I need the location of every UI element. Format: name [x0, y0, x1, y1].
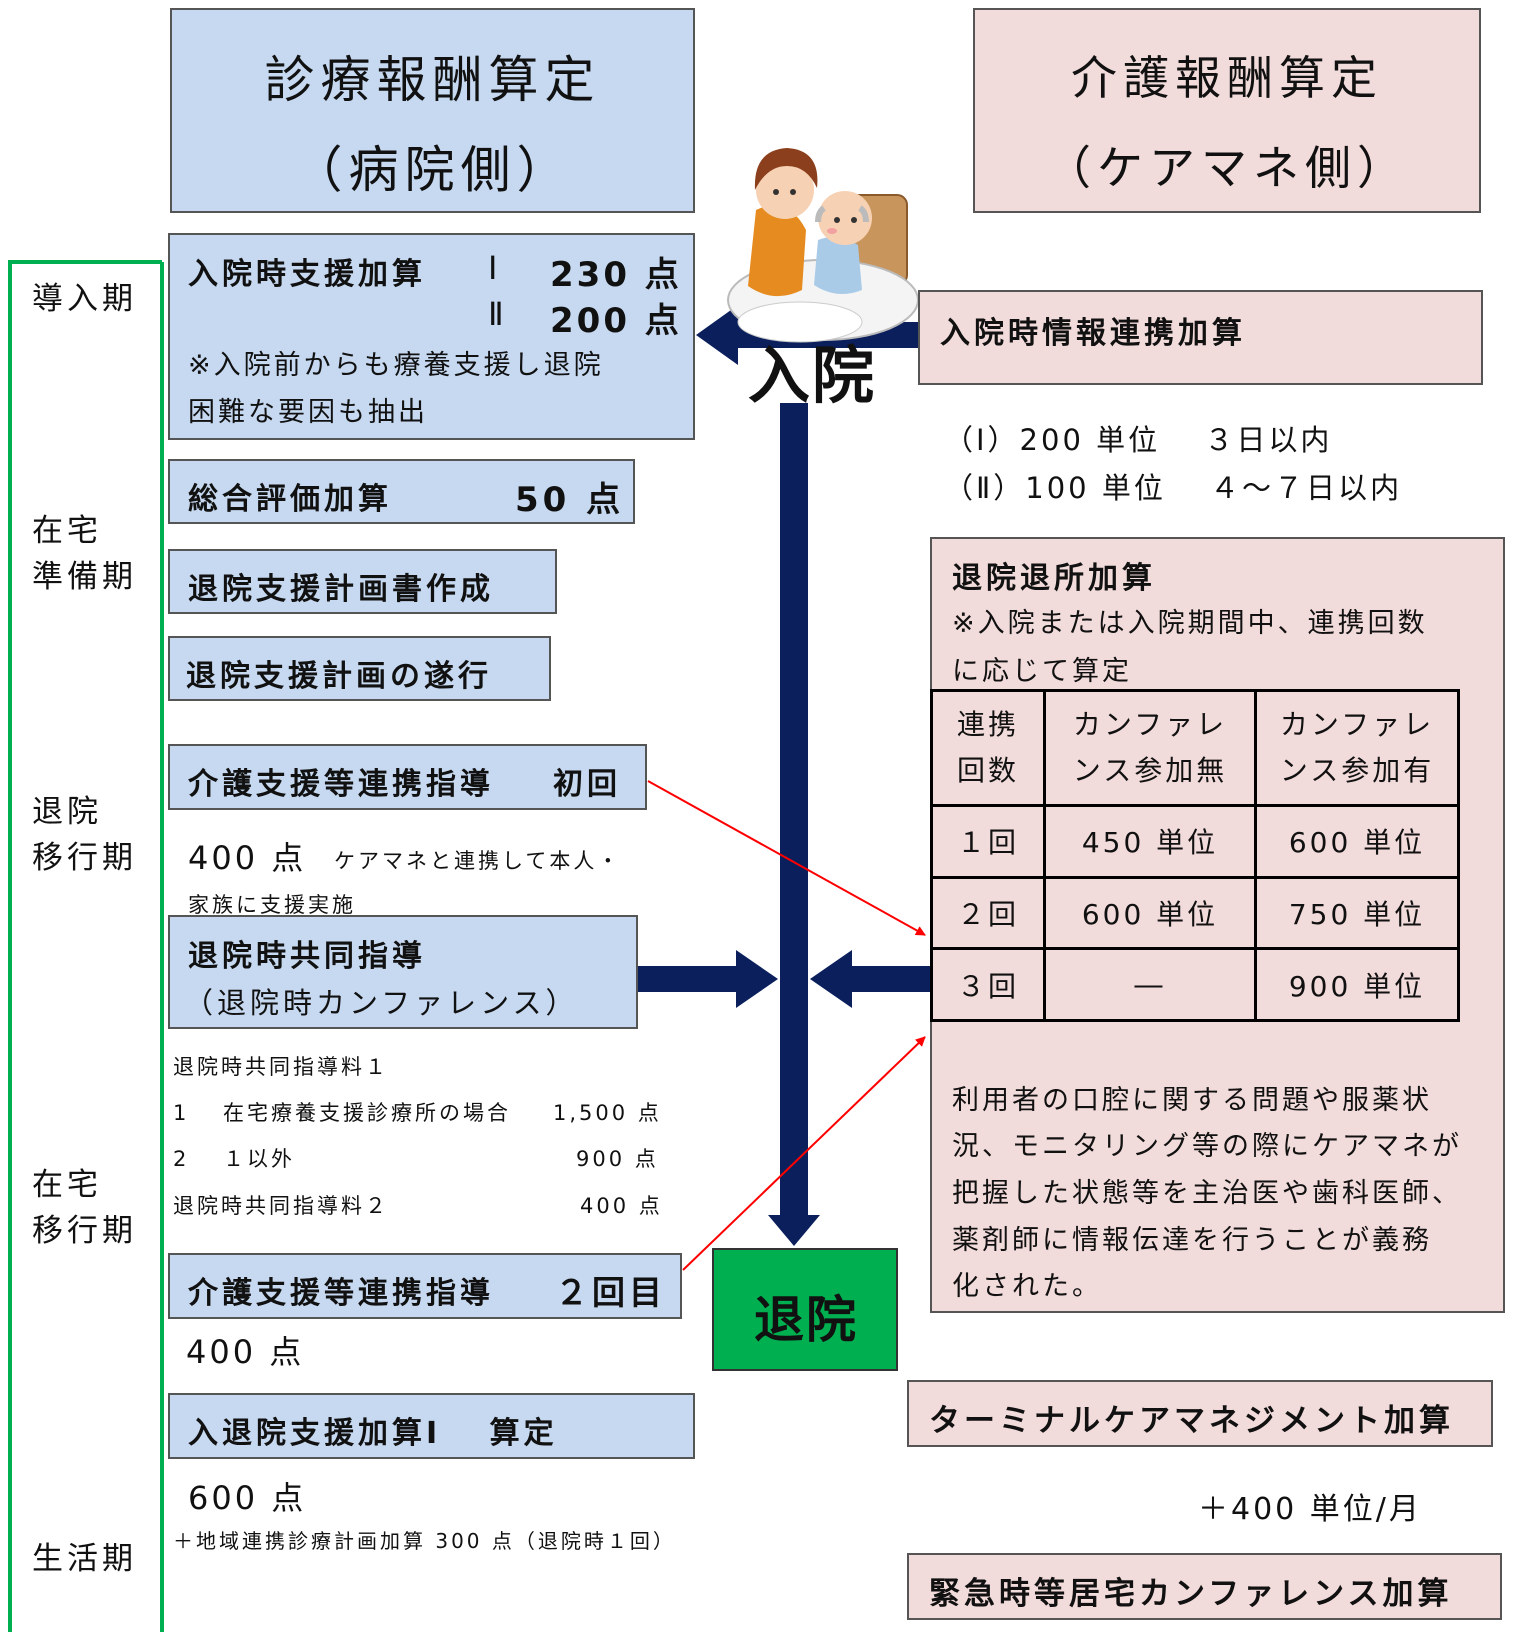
joint-fee1-title: 退院時共同指導料１: [173, 1055, 389, 1079]
discharge-addition-desc4: 薬剤師に情報伝達を行うことが義務: [952, 1225, 1432, 1256]
table-cell: 450 単位: [1043, 804, 1257, 879]
conference-arrow-left-shaft: [638, 966, 738, 992]
comprehensive-title: 総合評価加算: [188, 482, 392, 517]
plan-create-box: 退院支援計画書作成: [168, 549, 557, 614]
discharge-addition-desc5: 化された。: [952, 1271, 1102, 1302]
table-cell: 600 単位: [1043, 875, 1257, 951]
red-link-first: [647, 780, 926, 936]
admission-support-note1: ※入院前からも療養支援し退院: [188, 350, 604, 381]
table-cell: 900 単位: [1254, 947, 1460, 1022]
hospital-header: 診療報酬算定 （病院側）: [170, 8, 695, 213]
care-support-first-box: 介護支援等連携指導 初回: [168, 744, 647, 810]
admission-support-title: 入院時支援加算: [188, 257, 426, 292]
admission-support-level1: Ⅰ: [488, 249, 501, 287]
terminal-care-title: ターミナルケアマネジメント加算: [929, 1403, 1454, 1439]
admission-support-points2: 200 点: [550, 301, 682, 341]
care-support-first-suffix: 初回: [553, 767, 621, 802]
joint-fee1-row2-points: 900 点: [576, 1147, 659, 1171]
discharge-addition-desc3: 把握した状態等を主治医や歯科医師、: [952, 1178, 1462, 1209]
plan-create-label: 退院支援計画書作成: [188, 572, 494, 607]
discharge-addition-title: 退院退所加算: [952, 561, 1156, 596]
phase-home-preparation: 在宅 準備期: [32, 513, 137, 595]
joint-fee1-row2-label: 2 １以外: [173, 1147, 296, 1171]
main-flow-shaft: [780, 403, 808, 1215]
table-header-cell: 連携 回数: [930, 689, 1046, 807]
discharge-support-note: ＋地域連携診療計画加算 300 点（退院時１回）: [173, 1529, 676, 1553]
caremanager-header: 介護報酬算定 （ケアマネ側）: [973, 8, 1481, 213]
phase-home-transition: 在宅 移行期: [32, 1167, 137, 1249]
discharge-addition-note2: に応じて算定: [952, 656, 1132, 687]
joint-guidance-line1: 退院時共同指導: [188, 939, 426, 974]
plan-execute-box: 退院支援計画の遂行: [168, 636, 551, 701]
table-header-cell: カンファレ ンス参加有: [1254, 689, 1460, 807]
admission-support-box: 入院時支援加算 Ⅰ 230 点 Ⅱ 200 点 ※入院前からも療養支援し退院 困…: [168, 233, 695, 440]
phase-introduction: 導入期: [32, 281, 137, 317]
discharge-addition-desc1: 利用者の口腔に関する問題や服薬状: [952, 1085, 1432, 1116]
discharge-box: 退院: [712, 1248, 898, 1371]
phase-living: 生活期: [32, 1541, 137, 1577]
timeline-bracket: [8, 260, 162, 1632]
table-header-cell: カンファレ ンス参加無: [1043, 689, 1257, 807]
phase-discharge-transition: 退院 移行期: [32, 794, 137, 876]
care-support-second-suffix: ２回目: [555, 1273, 666, 1312]
discharge-support-box: 入退院支援加算Ⅰ 算定: [168, 1393, 695, 1459]
terminal-care-box: ターミナルケアマネジメント加算: [907, 1380, 1493, 1447]
discharge-label: 退院: [754, 1291, 858, 1349]
red-link-second: [682, 1036, 926, 1271]
joint-guidance-line2: （退院時カンファレンス）: [184, 986, 579, 1020]
discharge-support-points: 600 点: [188, 1479, 307, 1517]
table-cell: ３回: [930, 947, 1046, 1022]
discharge-addition-desc2: 況、モニタリング等の際にケアマネが: [952, 1131, 1462, 1162]
care-support-second-title: 介護支援等連携指導: [188, 1276, 494, 1311]
care-support-second-box: 介護支援等連携指導 ２回目: [168, 1253, 682, 1319]
table-cell: １回: [930, 804, 1046, 879]
conference-arrow-left-head: [736, 950, 778, 1008]
info-link-line2: （Ⅱ）100 単位 ４～７日以内: [944, 471, 1403, 505]
admission-support-level2: Ⅱ: [488, 295, 507, 333]
table-row: １回 450 単位 600 単位: [930, 804, 1460, 879]
caremanager-header-title: 介護報酬算定: [1071, 51, 1383, 105]
admission-label: 入院: [748, 339, 877, 412]
main-flow-arrowhead: [768, 1215, 820, 1246]
joint-fee1-row1-points: 1,500 点: [553, 1101, 662, 1125]
info-link-box: 入院時情報連携加算: [918, 290, 1483, 385]
table-cell: 600 単位: [1254, 804, 1460, 879]
care-support-first-points: 400 点: [188, 839, 307, 877]
hospital-header-subtitle: （病院側）: [292, 141, 573, 199]
care-support-first-text1: ケアマネと連携して本人・: [334, 849, 622, 873]
discharge-addition-table: 連携 回数 カンファレ ンス参加無 カンファレ ンス参加有 １回 450 単位 …: [930, 689, 1460, 1022]
admission-link-arrowhead: [696, 305, 738, 365]
care-support-first-text2: 家族に支援実施: [188, 893, 356, 917]
info-link-title: 入院時情報連携加算: [940, 316, 1246, 351]
admission-support-points1: 230 点: [550, 255, 682, 295]
discharge-addition-note1: ※入院または入院期間中、連携回数: [952, 608, 1428, 639]
joint-fee2-title: 退院時共同指導料２: [173, 1194, 389, 1218]
joint-fee2-points: 400 点: [580, 1194, 663, 1218]
caregiver-illustration: [727, 148, 919, 343]
table-cell: ―: [1043, 947, 1257, 1022]
admission-support-note2: 困難な要因も抽出: [188, 397, 428, 428]
joint-guidance-box: 退院時共同指導 （退院時カンファレンス）: [168, 915, 638, 1029]
plan-execute-label: 退院支援計画の遂行: [186, 659, 492, 694]
info-link-line1: （Ⅰ）200 単位 ３日以内: [944, 423, 1333, 457]
caremanager-header-subtitle: （ケアマネ側）: [1045, 141, 1409, 195]
terminal-care-units: ＋400 単位/月: [1198, 1492, 1422, 1527]
joint-fee1-row1-label: 1 在宅療養支援診療所の場合: [173, 1101, 512, 1125]
emergency-conference-title: 緊急時等居宅カンファレンス加算: [929, 1576, 1453, 1612]
comprehensive-box: 総合評価加算 50 点: [168, 459, 635, 524]
conference-arrow-right-head: [810, 950, 852, 1008]
table-cell: ２回: [930, 875, 1046, 951]
table-row: ２回 600 単位 750 単位: [930, 875, 1460, 951]
table-cell: 750 単位: [1254, 875, 1460, 951]
emergency-conference-box: 緊急時等居宅カンファレンス加算: [907, 1553, 1502, 1620]
discharge-support-title: 入退院支援加算Ⅰ 算定: [188, 1416, 558, 1451]
hospital-header-title: 診療報酬算定: [264, 51, 601, 109]
comprehensive-points: 50 点: [515, 480, 625, 520]
table-header-row: 連携 回数 カンファレ ンス参加無 カンファレ ンス参加有: [930, 689, 1460, 807]
care-support-first-title: 介護支援等連携指導: [188, 767, 494, 802]
table-row: ３回 ― 900 単位: [930, 947, 1460, 1022]
conference-arrow-right-shaft: [850, 966, 930, 992]
care-support-second-points: 400 点: [186, 1333, 305, 1371]
